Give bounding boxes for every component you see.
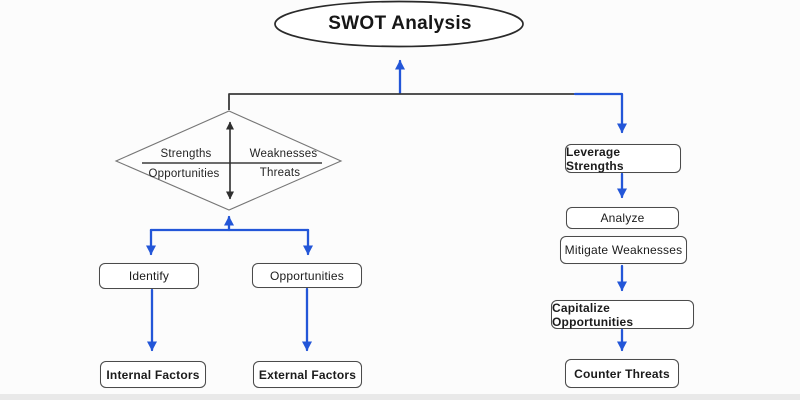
node-mitigate-weaknesses: Mitigate Weaknesses (560, 236, 687, 264)
trunk-line (228, 93, 575, 110)
node-capitalize-opportunities: Capitalize Opportunities (551, 300, 694, 329)
quadrant-label-strengths: Strengths (160, 148, 212, 160)
quadrant-label-weaknesses: Weaknesses (249, 148, 318, 160)
bottom-edge (0, 394, 800, 400)
quadrant-label-opportunities: Opportunities (148, 168, 220, 180)
quadrant-label-threats: Threats (259, 167, 301, 179)
node-internal-factors: Internal Factors (100, 361, 206, 388)
arrow-to-leverage-strengths-icon (573, 92, 627, 134)
node-leverage-strengths: Leverage Strengths (565, 144, 681, 173)
node-external-factors: External Factors (253, 361, 362, 388)
node-analyze: Analyze (566, 207, 679, 229)
swot-diamond-shape (114, 110, 343, 211)
node-identify: Identify (99, 263, 199, 289)
diagram-title: SWOT Analysis (328, 13, 472, 34)
title-ellipse (274, 0, 524, 48)
node-counter-threats: Counter Threats (565, 359, 679, 388)
node-opportunities: Opportunities (252, 263, 362, 288)
